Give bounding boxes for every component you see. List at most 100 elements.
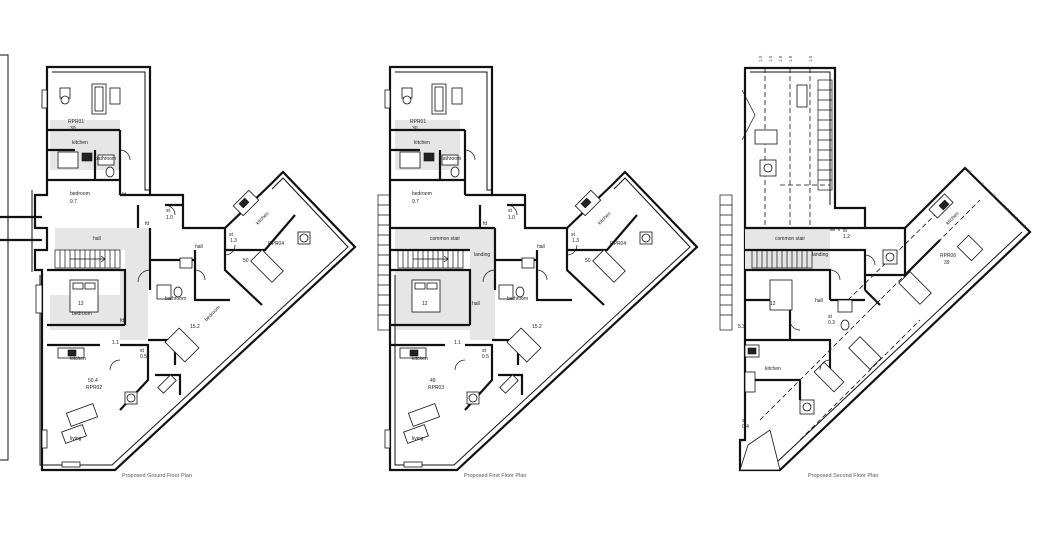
label-area: 0.4 — [742, 424, 749, 430]
label-kitchen: kitchen — [412, 356, 428, 362]
rooflight-bottom — [739, 429, 781, 471]
label-bedroom: bedroom — [204, 305, 222, 323]
label-fd: fd — [122, 192, 126, 198]
label-kitchen: kitchen — [597, 211, 613, 227]
svg-text:1.0: 1.0 — [1011, 213, 1019, 221]
second-outer-wall — [738, 66, 1032, 472]
label-kitchen: kitchen — [765, 366, 781, 372]
ground-doors — [109, 149, 236, 371]
label-area: 9.7 — [70, 199, 77, 205]
ground-floor-plan: RPR01 30 kitchen bathroom bedroom 9.7 fd… — [31, 65, 357, 479]
caption-first: Proposed First Floor Plan — [464, 473, 526, 479]
svg-text:1.0: 1.0 — [1019, 221, 1027, 229]
svg-text:1.8: 1.8 — [1002, 204, 1010, 212]
label-area: 0.5 — [140, 354, 147, 360]
label-kitchen: kitchen — [70, 356, 86, 362]
ground-outer-wall — [33, 65, 357, 472]
label-fd: fd — [483, 221, 487, 227]
label-common-stair: common stair — [775, 236, 805, 242]
label-hall: hall — [472, 301, 480, 307]
label-area: 1.3 — [572, 238, 579, 244]
label-bedroom: bedroom — [412, 191, 432, 197]
label-area: 0.5 — [482, 354, 489, 360]
ground-furniture — [57, 83, 311, 444]
label-bathroom: bathroom — [165, 296, 186, 302]
label-hall: hall — [195, 244, 203, 250]
label-bathroom: bathroom — [507, 296, 528, 302]
label-st: st — [742, 418, 747, 424]
label-st: st — [508, 208, 513, 214]
external-stair-first — [377, 194, 391, 331]
label-bedroom: bedroom — [70, 191, 90, 197]
label-hall: hall — [93, 236, 101, 242]
label-area: 13 — [78, 301, 84, 307]
label-area: 50 — [585, 258, 591, 264]
first-doors — [454, 149, 578, 371]
label-area: 30 — [412, 126, 418, 132]
label-hall: hall — [815, 298, 823, 304]
external-stair-second — [719, 194, 733, 331]
label-landing: landing — [474, 252, 490, 258]
caption-second: Proposed Second Floor Plan — [808, 473, 878, 479]
label-st: st — [828, 314, 833, 320]
label-area: 12 — [422, 301, 428, 307]
label-rpr04: RPR04 — [610, 241, 626, 247]
label-area: 1.2 — [843, 234, 850, 240]
svg-text:0: 0 — [967, 169, 973, 175]
label-area: 1.0 — [508, 215, 515, 221]
label-st: st — [843, 228, 848, 234]
second-stair — [751, 249, 813, 269]
label-area: 15.2 — [532, 324, 542, 330]
label-area: 0.3 — [828, 320, 835, 326]
label-bathroom: bathroom — [440, 156, 461, 162]
label-landing: landing — [812, 252, 828, 258]
label-bedroom: bedroom — [72, 311, 92, 317]
label-living: living — [412, 436, 424, 442]
label-st: st — [571, 232, 576, 238]
label-st: st — [166, 208, 171, 214]
label-kitchen: kitchen — [255, 211, 271, 227]
svg-text:8: 8 — [991, 193, 997, 199]
svg-text:1.8: 1.8 — [788, 55, 793, 62]
roof-hatch-top — [741, 79, 833, 191]
second-right-dimensions: 0 3 8 1.8 1.0 1.0 — [967, 169, 1027, 229]
label-rpr01: RPR01 — [410, 119, 426, 125]
second-room-labels: common stair landing st 1.2 hall RPR06 3… — [738, 211, 961, 430]
label-area: 15.2 — [190, 324, 200, 330]
site-boundary — [0, 54, 9, 461]
label-rpr01: RPR01 — [68, 119, 84, 125]
svg-text:1.8: 1.8 — [778, 55, 783, 62]
svg-text:3: 3 — [979, 181, 985, 187]
label-area: 50 — [243, 258, 249, 264]
label-fd: fd — [120, 318, 124, 324]
label-hall: hall — [537, 244, 545, 250]
label-rpr02: RPR02 — [86, 385, 102, 391]
label-area: 9.7 — [412, 199, 419, 205]
label-area: 50.4 — [88, 378, 98, 384]
first-furniture — [399, 83, 653, 444]
label-area: 49 — [430, 378, 436, 384]
label-st: st — [482, 348, 487, 354]
svg-text:1.0: 1.0 — [808, 55, 813, 62]
caption-ground: Proposed Ground Floor Plan — [122, 473, 192, 479]
label-area: 1.1 — [454, 340, 461, 346]
first-stair — [397, 249, 464, 269]
label-living: living — [70, 436, 82, 442]
label-fd: fd — [145, 221, 149, 227]
first-outer-wall — [388, 65, 699, 472]
svg-text:1.0: 1.0 — [758, 55, 763, 62]
svg-text:1.0: 1.0 — [768, 55, 773, 62]
label-area: 1.1 — [112, 340, 119, 346]
first-floor-plan: RPR01 30 kitchen bathroom bedroom 9.7 fd… — [377, 65, 699, 479]
label-area: 39 — [944, 260, 950, 266]
label-rpr03: RPR03 — [428, 385, 444, 391]
label-st: st — [229, 232, 234, 238]
label-bathroom: bathroom — [95, 156, 116, 162]
label-st: st — [140, 348, 145, 354]
label-rpr04: RPR04 — [268, 241, 284, 247]
label-rpr06: RPR06 — [940, 253, 956, 259]
second-top-dimensions: 1.0 1.0 1.8 1.8 1.0 — [758, 55, 813, 62]
label-common-stair: common stair — [430, 236, 460, 242]
label-area: 30 — [70, 126, 76, 132]
